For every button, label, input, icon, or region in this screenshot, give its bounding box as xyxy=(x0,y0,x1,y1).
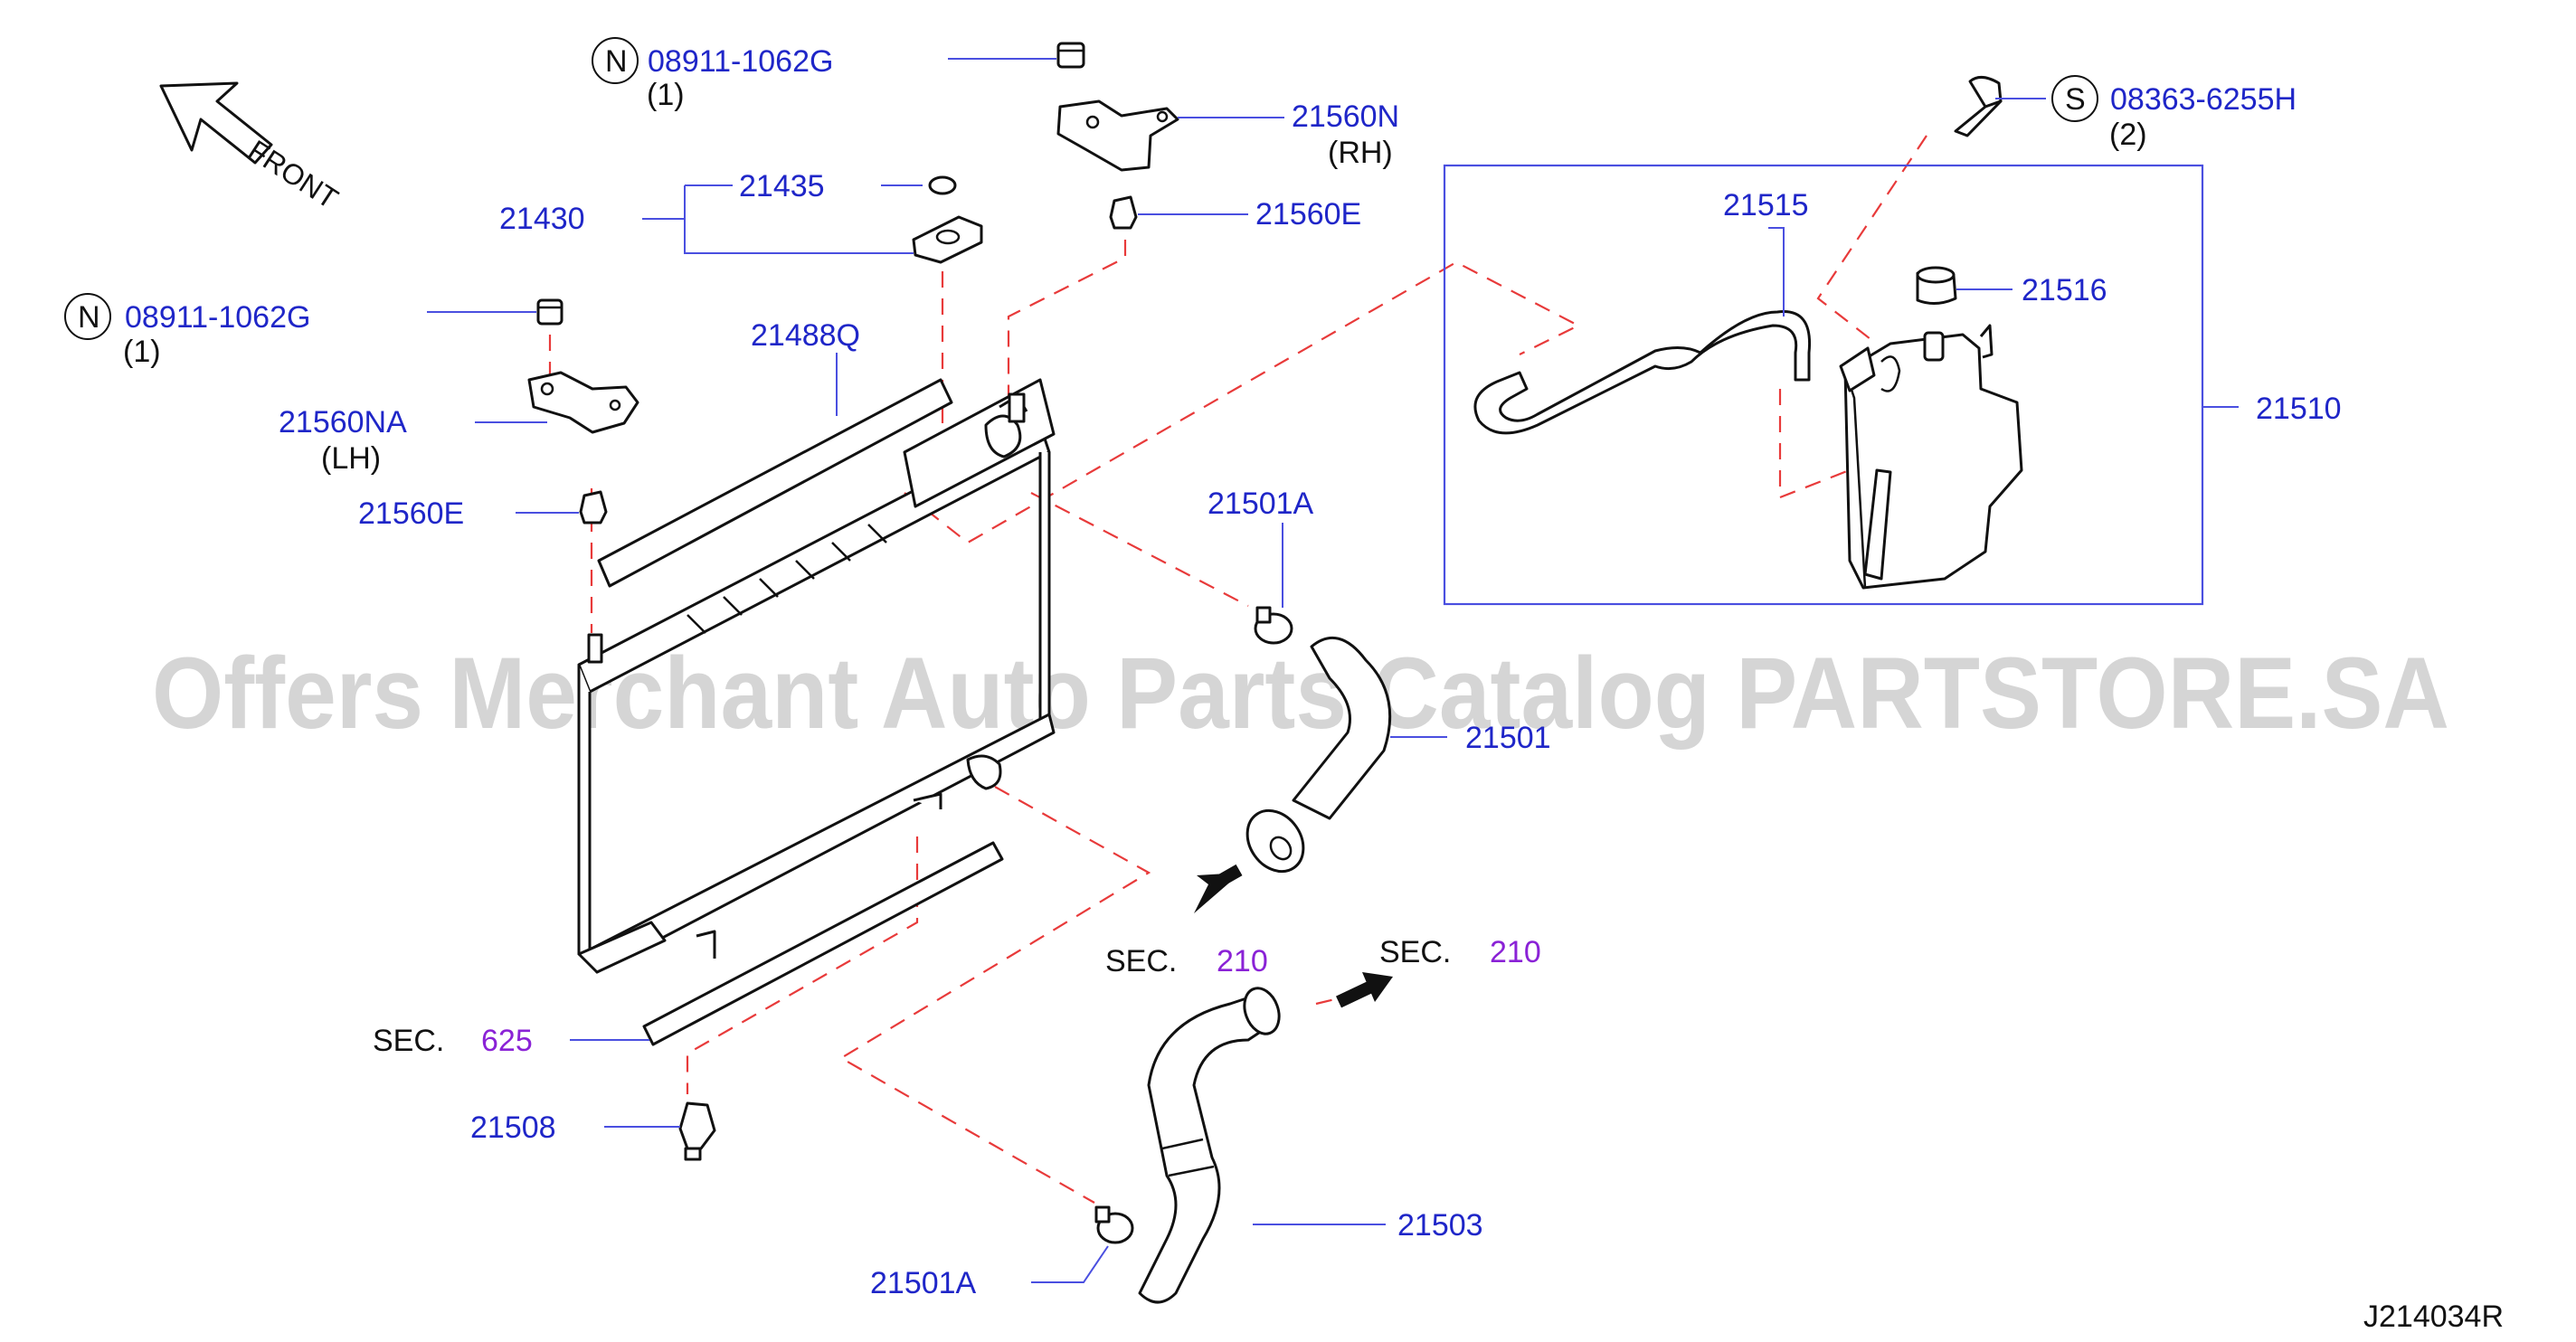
upper-seal-strip-icon xyxy=(597,378,953,588)
front-arrow-icon xyxy=(159,81,273,165)
overflow-hose-icon xyxy=(1473,310,1812,435)
seal-ring-icon xyxy=(928,175,957,195)
qty-top: (1) xyxy=(647,78,685,112)
lower-seal-strip-icon xyxy=(642,841,1004,1046)
part-08911-1062g-top: 08911-1062G xyxy=(648,44,833,79)
part-21510: 21510 xyxy=(2256,392,2342,426)
nut-top-icon xyxy=(1056,42,1085,69)
drawing-code: J214034R xyxy=(2363,1299,2504,1334)
upper-hose-icon xyxy=(1245,637,1392,874)
reservoir-tank-icon xyxy=(1839,324,2023,590)
part-21435: 21435 xyxy=(739,169,825,203)
grommet-left-icon xyxy=(579,490,608,525)
part-21560n: 21560N xyxy=(1292,99,1399,134)
mount-bushing-icon xyxy=(678,1101,716,1161)
symbol-s-right xyxy=(2051,75,2098,122)
part-21488q: 21488Q xyxy=(751,318,860,353)
symbol-s-right-letter: S xyxy=(2065,82,2086,117)
sec-210-right-prefix: SEC. xyxy=(1379,935,1451,969)
part-08363-6255h: 08363-6255H xyxy=(2110,82,2297,117)
sec-625-prefix: SEC. xyxy=(373,1024,444,1058)
part-21560e-top: 21560E xyxy=(1255,197,1361,232)
grommet-top-icon xyxy=(1109,195,1138,230)
part-21515: 21515 xyxy=(1723,188,1809,222)
part-21430: 21430 xyxy=(499,202,585,236)
part-21516: 21516 xyxy=(2022,273,2107,307)
qty-left: (1) xyxy=(123,335,161,369)
seal-plate-icon xyxy=(912,215,983,264)
reservoir-group-box xyxy=(1443,164,2204,606)
part-21501: 21501 xyxy=(1465,721,1551,755)
symbol-n-top xyxy=(592,37,639,84)
sec-625-number: 625 xyxy=(481,1024,533,1058)
side-rh: (RH) xyxy=(1328,136,1393,170)
part-21560e-left: 21560E xyxy=(358,496,464,531)
leader-lines xyxy=(427,58,2239,1283)
nut-left-icon xyxy=(536,298,564,326)
front-label: FRONT xyxy=(242,134,344,215)
reservoir-cap-icon xyxy=(1916,266,1957,305)
symbol-n-left-letter: N xyxy=(78,300,100,335)
sec-210-left-number: 210 xyxy=(1217,944,1268,978)
assembly-lines xyxy=(548,135,1927,1204)
symbol-n-left xyxy=(64,293,111,340)
part-21508: 21508 xyxy=(470,1110,556,1145)
side-lh: (LH) xyxy=(321,441,381,476)
watermark-text: Offers Merchant Auto Parts Catalog PARTS… xyxy=(152,637,2449,750)
bolt-icon xyxy=(1954,76,2003,137)
lower-hose-icon xyxy=(1138,987,1281,1304)
part-21501a-bottom: 21501A xyxy=(870,1266,977,1300)
part-08911-1062g-left: 08911-1062G xyxy=(125,300,310,335)
part-21503: 21503 xyxy=(1397,1208,1483,1243)
arrow-to-sec210-left-icon xyxy=(1194,864,1243,913)
symbol-n-top-letter: N xyxy=(605,44,628,79)
part-21560na: 21560NA xyxy=(279,405,407,439)
hose-clamp-bottom-icon xyxy=(1094,1205,1134,1244)
part-21501a-top: 21501A xyxy=(1208,487,1314,521)
bracket-lh-icon xyxy=(527,371,639,434)
hose-clamp-top-icon xyxy=(1254,606,1293,645)
sec-210-left-prefix: SEC. xyxy=(1105,944,1177,978)
radiator-icon xyxy=(577,378,1056,974)
sec-210-right-number: 210 xyxy=(1490,935,1541,969)
qty-right: (2) xyxy=(2109,118,2147,152)
bracket-rh-icon xyxy=(1056,99,1179,172)
arrow-to-sec210-right-icon xyxy=(1336,972,1393,1008)
